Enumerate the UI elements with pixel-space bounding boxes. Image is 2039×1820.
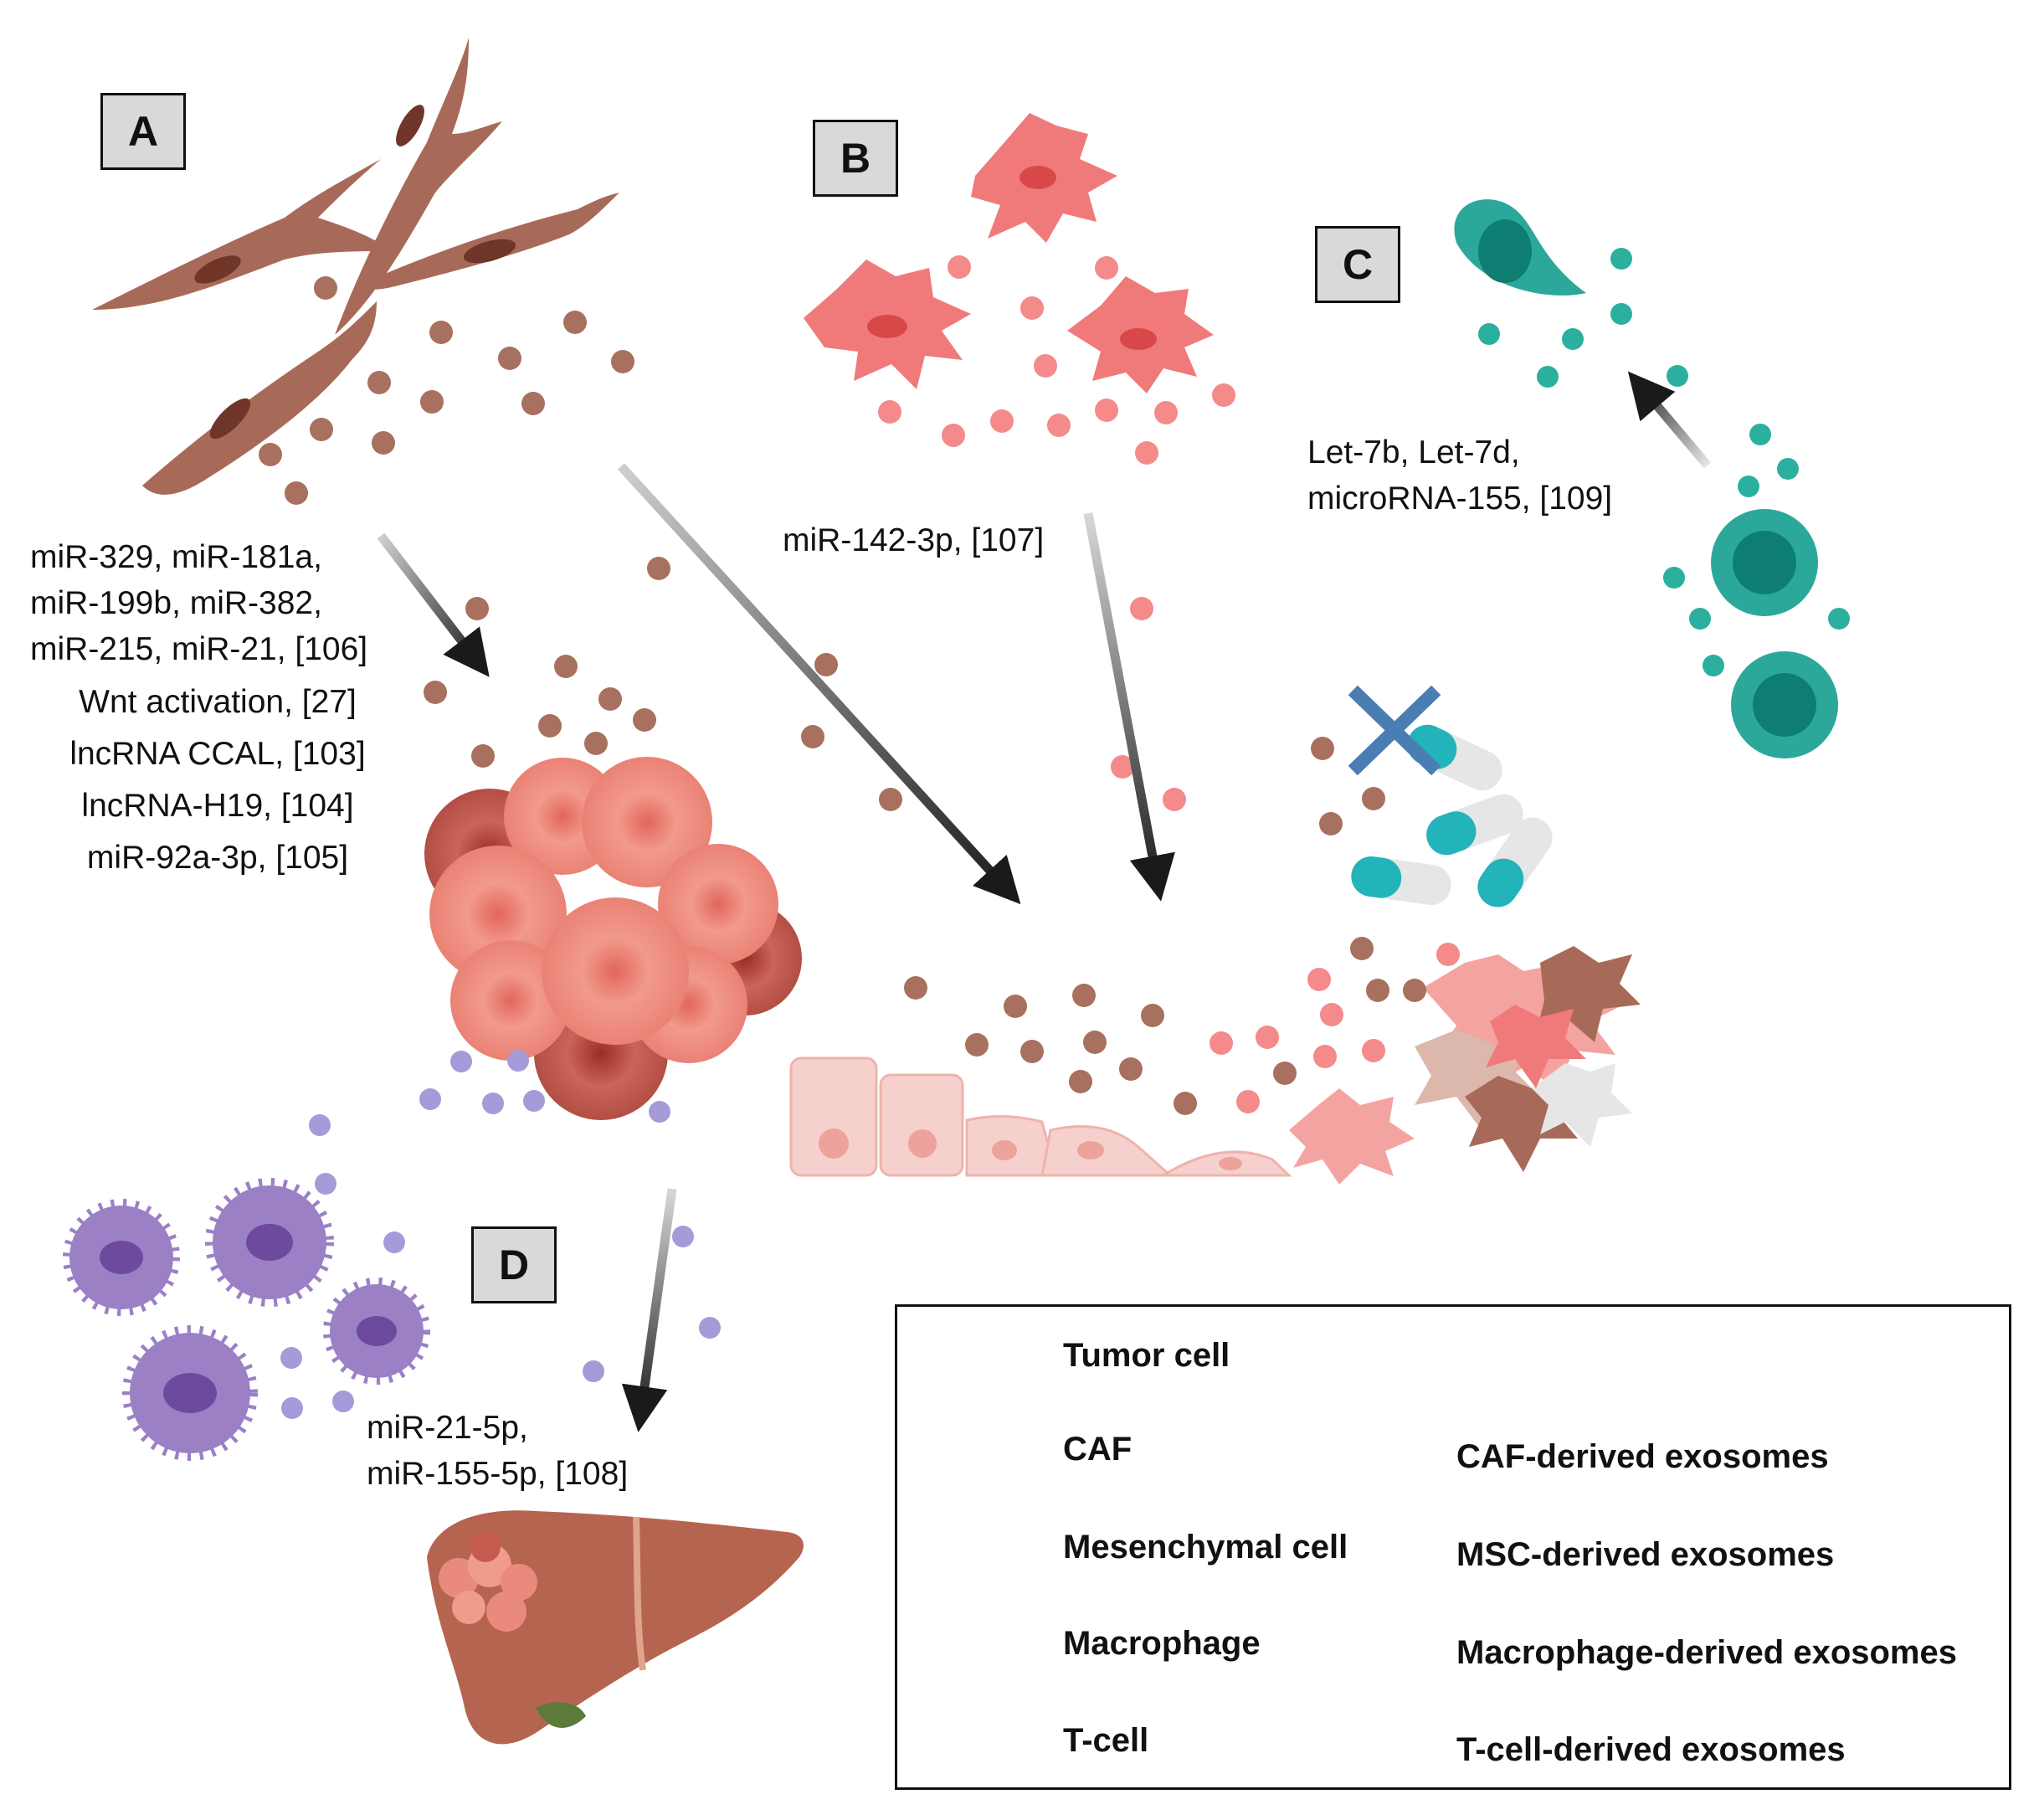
legend-box	[895, 1304, 2011, 1790]
legend-cell-macrophage: Macrophage	[1063, 1625, 1261, 1662]
caf-effect-line-4: miR-92a-3p, [105]	[86, 840, 349, 876]
macrophage-mirna-line-1: miR-21-5p,	[367, 1410, 528, 1446]
drug-block-cross	[1348, 685, 1441, 776]
tcell-cluster	[1454, 199, 1838, 758]
caf-effect-line-3: lncRNA-H19, [104]	[81, 788, 354, 824]
drug-capsules	[1351, 724, 1553, 907]
arrow-tcell-up	[1627, 371, 1712, 469]
caf-effect-line-1: Wnt activation, [27]	[79, 684, 357, 720]
macrophage-exosome-dots	[280, 1050, 721, 1419]
legend-exo-tcell: T-cell-derived exosomes	[1456, 1731, 1846, 1768]
panel-label-c: C	[1315, 226, 1400, 303]
macrophage-mirna-line-2: miR-155-5p, [108]	[367, 1456, 629, 1492]
caf-cluster	[92, 38, 619, 495]
mixed-exosome-dots	[904, 737, 1460, 1115]
macrophage-mirna-list: miR-21-5p, miR-155-5p, [108]	[367, 1405, 628, 1497]
macrophage-cluster	[63, 1178, 430, 1461]
arrow-to-liver	[621, 1188, 677, 1432]
caf-mirna-list: miR-329, miR-181a, miR-199b, miR-382, mi…	[30, 534, 367, 672]
tcell-mirna-line-2: microRNA-155, [109]	[1307, 481, 1613, 517]
tcell-mirna-line-1: Let-7b, Let-7d,	[1307, 434, 1520, 470]
legend-cell-tumor: Tumor cell	[1063, 1337, 1230, 1374]
tcell-mirna-list: Let-7b, Let-7d, microRNA-155, [109]	[1307, 429, 1612, 522]
mixed-cell-cluster	[1289, 946, 1641, 1185]
legend-exo-caf: CAF-derived exosomes	[1456, 1438, 1829, 1475]
panel-label-b: B	[813, 120, 898, 197]
caf-mirna-line-2: miR-199b, miR-382,	[30, 585, 322, 621]
epithelium	[789, 1057, 1292, 1177]
caf-effects-list: Wnt activation, [27] lncRNA CCAL, [103] …	[30, 676, 405, 884]
arrow-caf-to-epithelium	[617, 463, 1021, 905]
caf-effect-line-2: lncRNA CCAL, [103]	[69, 736, 366, 772]
legend-cell-tcell: T-cell	[1063, 1722, 1149, 1759]
arrow-caf-to-tumor	[377, 532, 490, 677]
caf-mirna-line-3: miR-215, miR-21, [106]	[30, 631, 368, 667]
caf-mirna-line-1: miR-329, miR-181a,	[30, 539, 322, 575]
legend-exo-macrophage: Macrophage-derived exosomes	[1456, 1634, 1957, 1671]
legend-cell-caf: CAF	[1063, 1431, 1132, 1468]
legend-cell-msc: Mesenchymal cell	[1063, 1529, 1348, 1566]
msc-cluster	[804, 113, 1214, 393]
panel-label-a: A	[100, 93, 186, 170]
msc-exosome-dots	[878, 255, 1235, 811]
legend-exo-msc: MSC-derived exosomes	[1456, 1536, 1835, 1573]
tumor-cluster	[424, 757, 802, 1120]
tcell-exosome-dots	[1478, 248, 1850, 676]
caf-exosome-dots	[259, 276, 902, 811]
arrow-msc-to-epithelium	[1083, 512, 1175, 902]
msc-mirna-label: miR-142-3p, [107]	[783, 522, 1045, 558]
panel-label-d: D	[471, 1226, 557, 1303]
liver	[427, 1510, 804, 1745]
